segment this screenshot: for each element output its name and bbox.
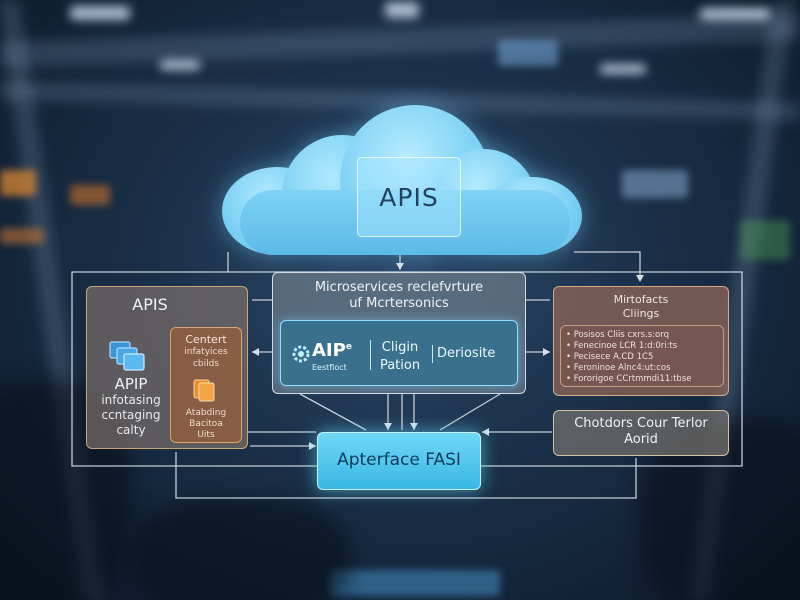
left-inner-sub-2: Bacitoa bbox=[189, 419, 223, 429]
left-inner-sub-3: Uits bbox=[197, 430, 215, 440]
gear-icon bbox=[290, 343, 312, 365]
center-logo-sub: Eestfloct bbox=[312, 363, 347, 372]
right-list: • Posisos Cliis cxrs.s:orq• Fenecinoe LC… bbox=[566, 330, 722, 385]
left-inner-title-3: cbilds bbox=[192, 359, 220, 369]
gateway-bar bbox=[280, 320, 518, 386]
left-panel-title: APIS bbox=[132, 295, 168, 314]
center-logo-text: AIP bbox=[312, 340, 346, 361]
center-item-3: Deriosite bbox=[437, 346, 496, 361]
left-label-1: APIP bbox=[114, 375, 148, 393]
divider-1 bbox=[370, 340, 371, 370]
interface-panel bbox=[317, 432, 481, 490]
center-title-2: uf Mcrtersonics bbox=[349, 296, 449, 311]
left-label-2: infotasing bbox=[101, 393, 161, 407]
left-label-3: ccntaging bbox=[101, 408, 161, 422]
document-icon bbox=[192, 378, 216, 402]
cloud-title: APIS bbox=[379, 182, 439, 212]
right-list-item: • Posisos Cliis cxrs.s:orq bbox=[566, 330, 670, 340]
right-bottom-2: Aorid bbox=[624, 432, 658, 447]
right-list-item: • Fenecinoe LCR 1:d:0ri:ts bbox=[566, 341, 678, 351]
left-inner-sub-1: Atabding bbox=[185, 408, 227, 418]
right-title-2: Cliings bbox=[622, 307, 660, 320]
right-list-panel bbox=[560, 325, 724, 387]
right-bottom-panel bbox=[553, 410, 729, 456]
center-logo-sup: e bbox=[345, 342, 352, 352]
center-item-1: Cligin bbox=[381, 340, 419, 355]
divider-2 bbox=[432, 345, 433, 363]
cloud-api-label: APIS bbox=[357, 157, 461, 237]
right-list-item: • Fororigoe CCrtmmdi11:tbse bbox=[566, 374, 692, 384]
left-inner-title-2: infatyices bbox=[184, 347, 228, 357]
left-inner-title-1: Centert bbox=[185, 333, 227, 346]
right-list-item: • Feroninoe Alnc4:ut:cos bbox=[566, 363, 671, 373]
center-title-1: Microservices reclefvrture bbox=[314, 280, 484, 295]
stack-icon bbox=[108, 340, 146, 372]
right-list-item: • Pecisece A.CD 1C5 bbox=[566, 352, 654, 362]
right-bottom-1: Chotdors Cour Terlor bbox=[574, 416, 708, 431]
right-title-1: Mirtofacts bbox=[613, 293, 669, 306]
center-logo: AIPe bbox=[312, 340, 362, 362]
center-item-2: Pation bbox=[379, 358, 421, 373]
interface-title: Apterface FASI bbox=[337, 450, 461, 470]
cloud-shape bbox=[220, 105, 588, 255]
left-label-4: calty bbox=[116, 423, 146, 437]
